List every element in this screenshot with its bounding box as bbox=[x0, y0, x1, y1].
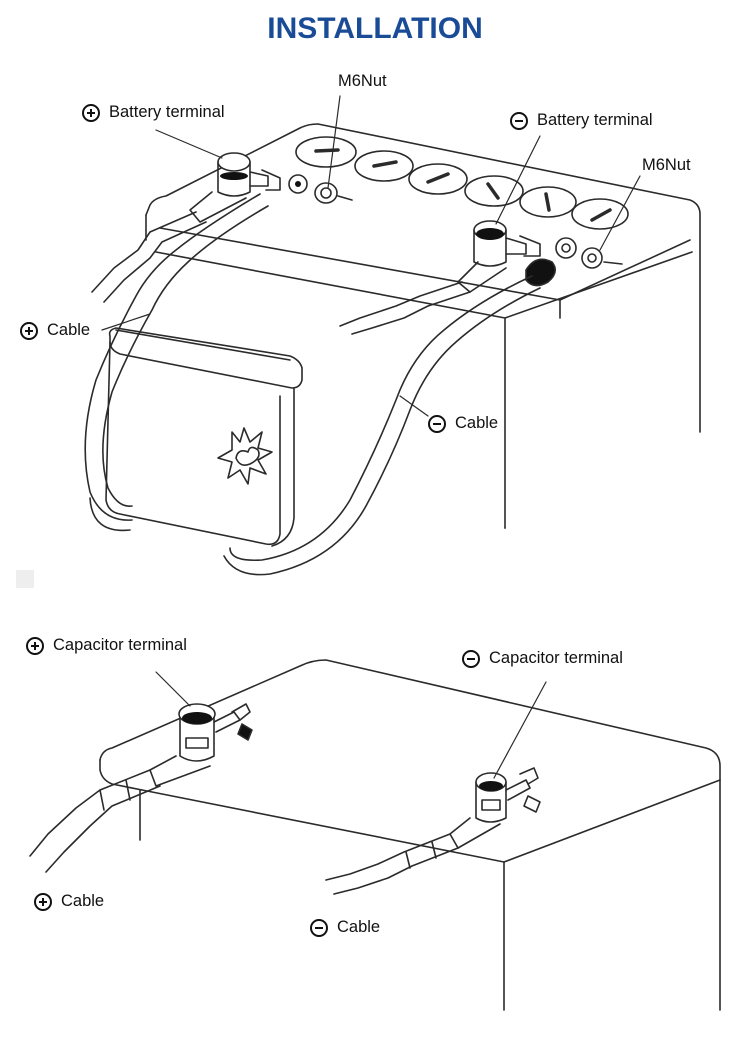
label-neg-capacitor-terminal: Capacitor terminal bbox=[462, 649, 623, 668]
m6nut-left-part bbox=[288, 174, 353, 204]
neg-capacitor-terminal-clamp bbox=[449, 767, 541, 849]
capacitor-box-illustration bbox=[99, 659, 721, 1011]
battery-vent-caps bbox=[295, 136, 629, 230]
plus-circle-icon bbox=[26, 636, 44, 655]
label-m6nut-right: M6Nut bbox=[642, 156, 691, 174]
plus-circle-icon bbox=[82, 103, 100, 122]
plus-circle-icon bbox=[34, 892, 52, 911]
neg-cable-wire bbox=[223, 275, 541, 576]
label-neg-cable-bottom: Cable bbox=[310, 918, 380, 937]
pos-capacitor-cable bbox=[29, 769, 161, 873]
pos-battery-terminal-clamp bbox=[189, 152, 281, 223]
label-pos-battery-terminal: Battery terminal bbox=[82, 103, 225, 122]
minus-circle-icon bbox=[462, 649, 480, 668]
label-m6nut-left: M6Nut bbox=[338, 72, 387, 90]
pos-capacitor-terminal-clamp bbox=[149, 703, 253, 787]
pos-cable-wire bbox=[84, 193, 269, 521]
neg-capacitor-cable bbox=[325, 833, 459, 895]
label-pos-cable-bottom: Cable bbox=[34, 892, 104, 911]
capacitor-device bbox=[89, 327, 303, 547]
bottom-leader-lines bbox=[155, 671, 547, 779]
label-neg-battery-terminal: Battery terminal bbox=[510, 111, 653, 130]
label-pos-cable-top: Cable bbox=[20, 321, 90, 340]
top-leader-lines bbox=[101, 95, 641, 417]
minus-circle-icon bbox=[510, 111, 528, 130]
starburst-logo-icon bbox=[217, 427, 273, 485]
minus-circle-icon bbox=[428, 414, 446, 433]
page-title: INSTALLATION bbox=[267, 12, 483, 45]
plus-circle-icon bbox=[20, 321, 38, 340]
label-neg-cable-top: Cable bbox=[428, 414, 498, 433]
minus-circle-icon bbox=[310, 918, 328, 937]
neg-battery-terminal-clamp bbox=[457, 220, 541, 293]
m6nut-right-part bbox=[525, 237, 623, 287]
label-pos-capacitor-terminal: Capacitor terminal bbox=[26, 636, 187, 655]
battery-illustration bbox=[145, 123, 701, 529]
